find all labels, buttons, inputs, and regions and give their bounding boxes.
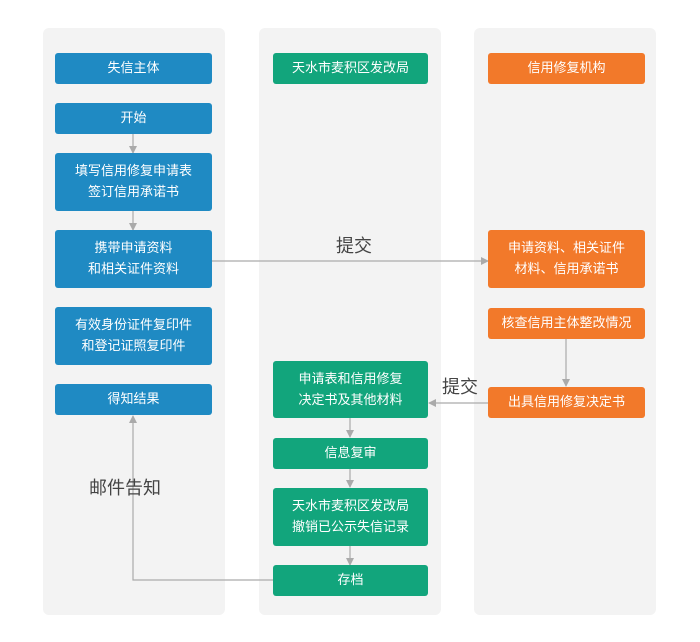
step-issue-repair-decision: 出具信用修复决定书 <box>488 387 645 418</box>
step-information-review: 信息复审 <box>273 438 428 469</box>
step-id-document-copies: 有效身份证件复印件 和登记证照复印件 <box>55 307 212 365</box>
edge-label-submit-to-bureau: 提交 <box>442 377 478 398</box>
edge-label-mail-notify: 邮件告知 <box>89 478 161 499</box>
step-bring-application-documents: 携带申请资料 和相关证件资料 <box>55 230 212 288</box>
step-receive-result: 得知结果 <box>55 384 212 415</box>
lane-header-development-bureau: 天水市麦积区发改局 <box>273 53 428 84</box>
lane-header-credit-subject: 失信主体 <box>55 53 212 84</box>
step-revoke-public-record: 天水市麦积区发改局 撤销已公示失信记录 <box>273 488 428 546</box>
lane-header-repair-agency: 信用修复机构 <box>488 53 645 84</box>
step-archive: 存档 <box>273 565 428 596</box>
step-verify-rectification: 核查信用主体整改情况 <box>488 308 645 339</box>
arrow-archive-to-result <box>129 415 273 581</box>
step-fill-application-form: 填写信用修复申请表 签订信用承诺书 <box>55 153 212 211</box>
step-start: 开始 <box>55 103 212 134</box>
step-application-materials: 申请资料、相关证件 材料、信用承诺书 <box>488 230 645 288</box>
edge-label-submit-to-agency: 提交 <box>336 236 372 257</box>
step-forms-and-decision-documents: 申请表和信用修复 决定书及其他材料 <box>273 361 428 418</box>
